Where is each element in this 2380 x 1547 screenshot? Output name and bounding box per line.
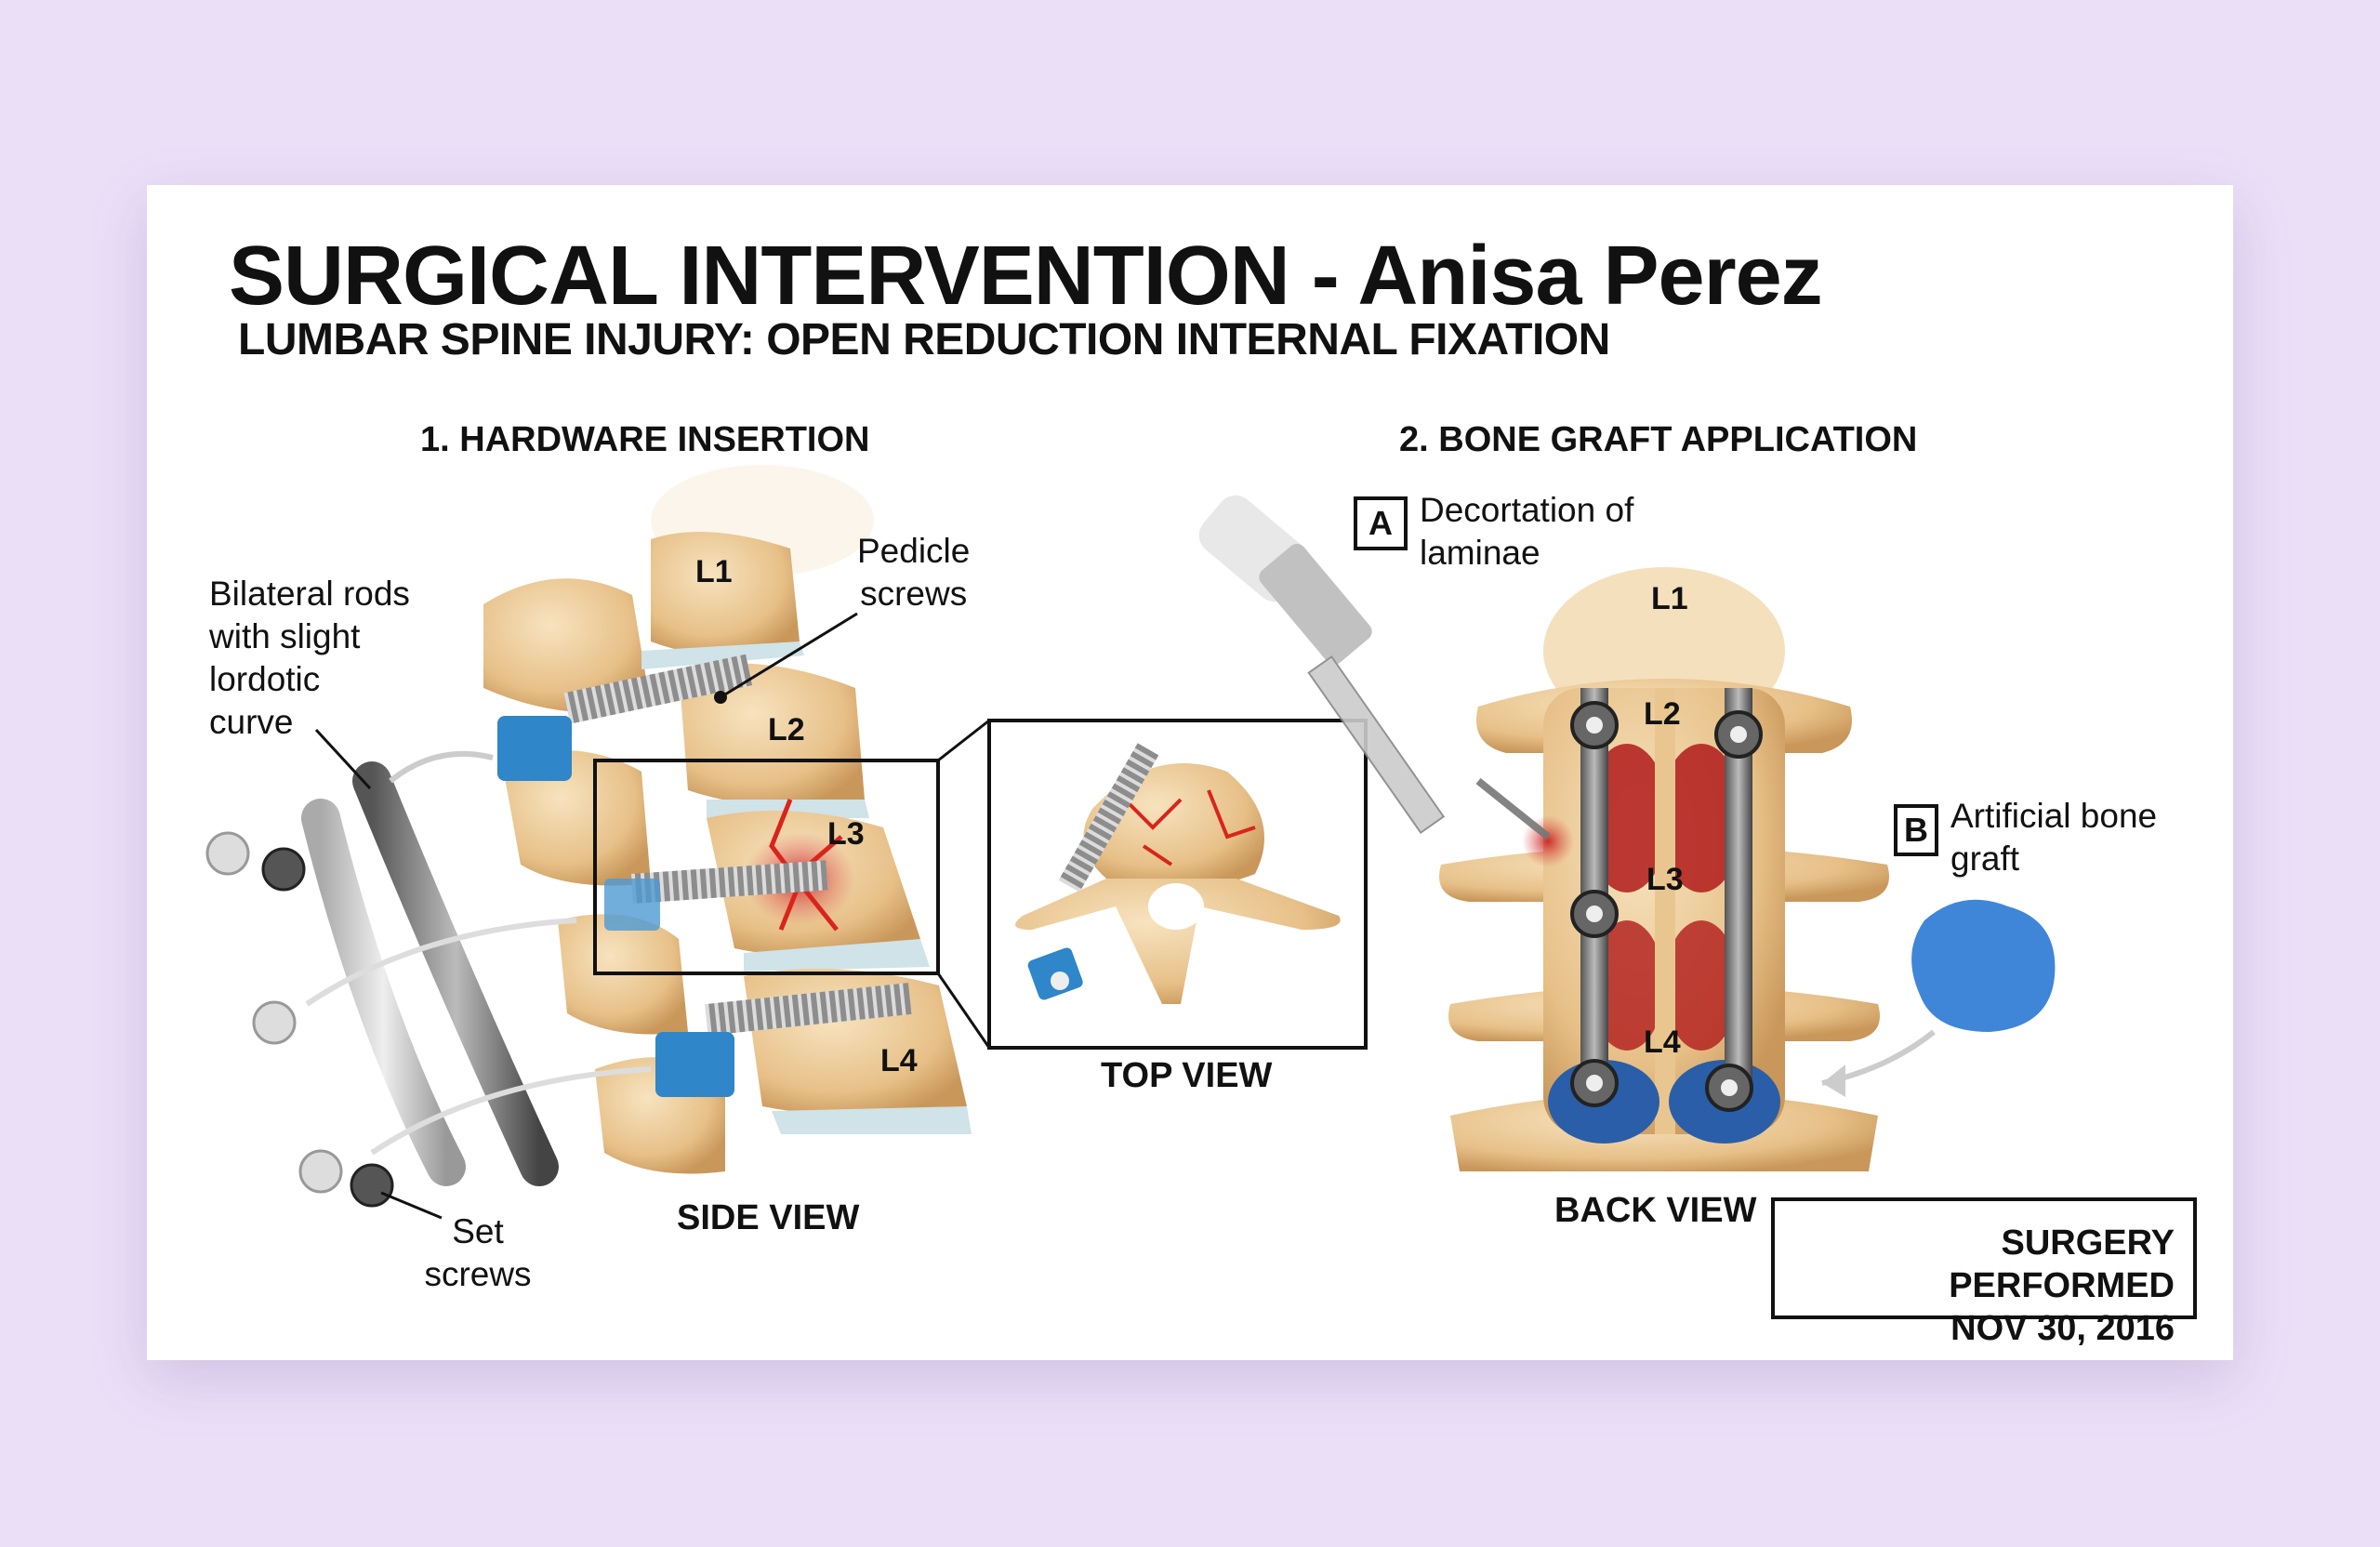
label-line: Pedicle (857, 532, 971, 570)
vertebra-label-l2-back: L2 (1644, 696, 1681, 732)
label-line: curve (209, 703, 294, 741)
label-line: Artificial bone (1950, 797, 2158, 835)
vertebra-label-l4-back: L4 (1644, 1025, 1681, 1060)
label-decortication: Decortation of laminae (1420, 489, 1633, 575)
surgery-date-box: SURGERY PERFORMED NOV 30, 2016 (1771, 1197, 2197, 1348)
label-line: Bilateral rods (209, 575, 410, 613)
label-line: laminae (1420, 534, 1540, 572)
label-line: lordotic (209, 660, 321, 698)
vertebra-label-l3-side: L3 (827, 816, 865, 852)
artificial-bone-graft (1821, 899, 2056, 1097)
label-line: screws (424, 1255, 532, 1293)
label-pedicle-screws: Pedicle screws (857, 530, 970, 615)
label-line: Decortation of (1420, 491, 1634, 529)
top-view-inset (593, 719, 1368, 1050)
surgery-date: NOV 30, 2016 (1950, 1309, 2175, 1348)
label-artificial-bone-graft: Artificial bone graft (1950, 795, 2157, 880)
vertebra-label-l2-side: L2 (768, 712, 805, 747)
back-view-label: BACK VIEW (1554, 1191, 1757, 1230)
label-line: Set (452, 1212, 504, 1250)
label-line: graft (1950, 840, 2020, 878)
label-line: with slight (209, 617, 361, 655)
vertebra-label-l4-side: L4 (880, 1043, 918, 1078)
label-line: screws (860, 575, 968, 613)
decortication-burr-instrument (1198, 495, 1551, 840)
page-subtitle: LUMBAR SPINE INJURY: OPEN REDUCTION INTE… (238, 315, 1610, 364)
vertebra-label-l1-back: L1 (1651, 581, 1688, 616)
back-view-spine (1439, 567, 1889, 1171)
step-a-marker: A (1354, 496, 1408, 550)
section-heading-hardware: 1. HARDWARE INSERTION (420, 420, 870, 459)
label-set-screws: Set screws (422, 1210, 534, 1296)
label-bilateral-rods: Bilateral rods with slight lordotic curv… (209, 573, 410, 744)
pedicle-screw-head (497, 716, 572, 781)
page-title: SURGICAL INTERVENTION - Anisa Perez (229, 230, 1823, 323)
vertebra-label-l1-side: L1 (695, 554, 733, 589)
surgery-performed-label: SURGERY PERFORMED (1949, 1223, 2175, 1305)
vertebra-label-l3-back: L3 (1646, 862, 1684, 897)
section-heading-bone-graft: 2. BONE GRAFT APPLICATION (1399, 420, 1918, 459)
step-b-marker: B (1894, 804, 1938, 856)
top-view-label: TOP VIEW (1101, 1056, 1273, 1095)
rods-and-set-screws (205, 612, 858, 1220)
side-view-label: SIDE VIEW (677, 1198, 860, 1237)
